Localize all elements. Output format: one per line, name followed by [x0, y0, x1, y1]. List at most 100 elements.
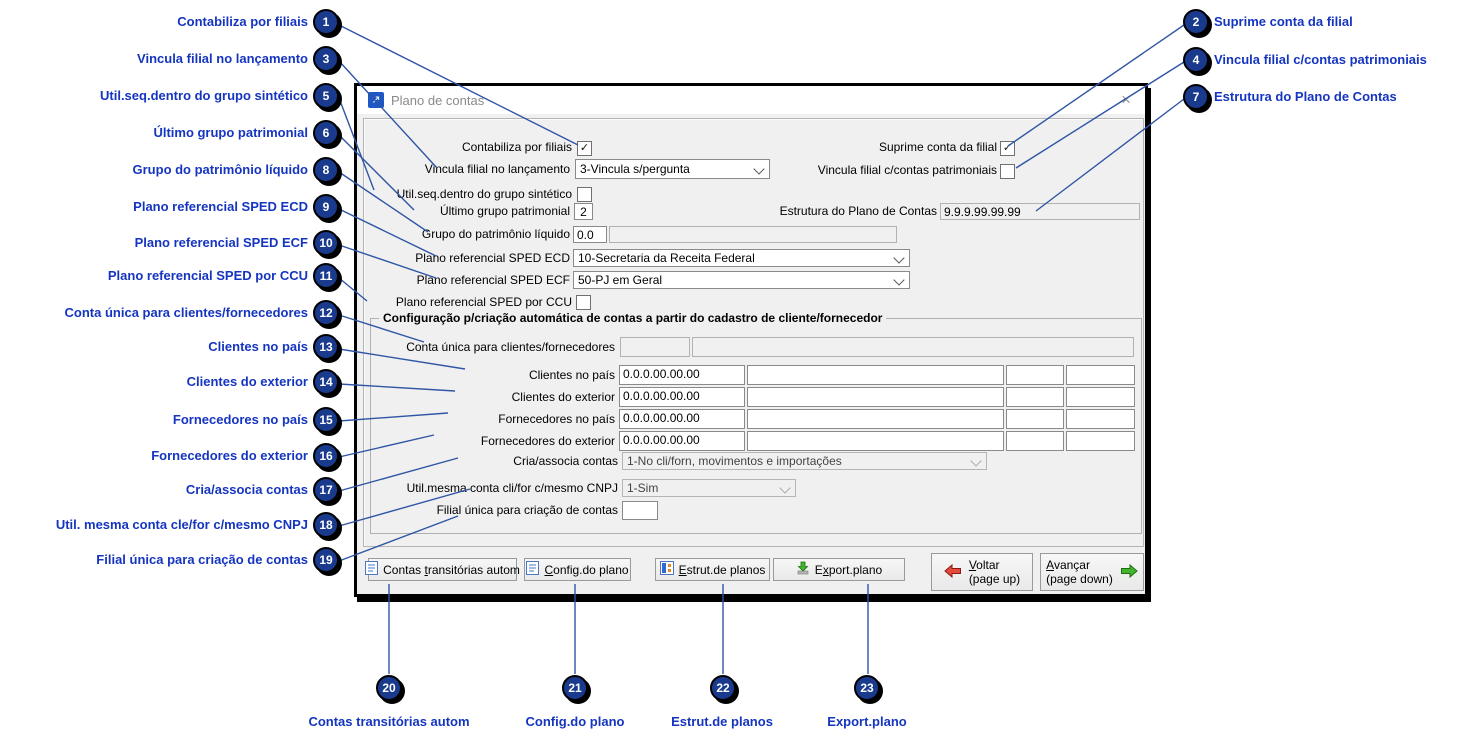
sped-ecd-label: Plano referencial SPED ECD — [415, 251, 570, 265]
fornecedores-exterior-extra1[interactable] — [1006, 431, 1064, 451]
callout-circle-14: 14 — [313, 369, 339, 395]
sped-ecd-select[interactable]: 10-Secretaria da Receita Federal — [573, 249, 910, 267]
close-icon[interactable]: × — [1121, 90, 1131, 109]
callout-label-9: Plano referencial SPED ECD — [133, 199, 308, 214]
callout-label-8: Grupo do patrimônio líquido — [132, 162, 308, 177]
chevron-down-icon — [753, 163, 765, 175]
sped-ecf-select[interactable]: 50-PJ em Geral — [573, 271, 910, 289]
voltar-button[interactable]: Voltar(page up) — [931, 553, 1033, 591]
callout-label-14: Clientes do exterior — [186, 374, 308, 389]
clientes-pais-desc[interactable] — [747, 365, 1004, 385]
utilseq-label: Util.seq.dentro do grupo sintético — [396, 187, 572, 201]
fornecedores-pais-extra1[interactable] — [1006, 409, 1064, 429]
clientes-pais-extra1[interactable] — [1006, 365, 1064, 385]
callout-label-17: Cria/associa contas — [185, 482, 308, 497]
callout-label-18: Util. mesma conta cle/for c/mesmo CNPJ — [55, 517, 308, 532]
callout-circle-21: 21 — [562, 675, 588, 701]
callout-label-5: Util.seq.dentro do grupo sintético — [100, 88, 308, 103]
chevron-down-icon — [893, 274, 905, 286]
callout-circle-1: 1 — [313, 9, 339, 35]
fornecedores-exterior-input[interactable]: 0.0.0.00.00.00 — [619, 431, 745, 451]
sped-ecd-value: 10-Secretaria da Receita Federal — [578, 251, 755, 265]
callout-circle-23: 23 — [854, 675, 880, 701]
cnpj-value: 1-Sim — [627, 481, 659, 495]
estrutura-input: 9.9.9.99.99.99 — [940, 203, 1140, 220]
callout-circle-11: 11 — [313, 263, 339, 289]
avancar-button[interactable]: Avançar(page down) — [1040, 553, 1144, 591]
clientes-exterior-desc[interactable] — [747, 387, 1004, 407]
callout-label-20: Contas transitórias autom — [308, 714, 470, 729]
callout-label-23: Export.plano — [827, 714, 907, 729]
callout-circle-19: 19 — [313, 547, 339, 573]
callout-label-2: Suprime conta da filial — [1214, 14, 1353, 29]
callout-label-22: Estrut.de planos — [671, 714, 773, 729]
contabiliza-checkbox[interactable]: ✓ — [577, 141, 592, 156]
callout-circle-22: 22 — [710, 675, 736, 701]
contas-transitorias-button[interactable]: Contas transitórias autom — [365, 558, 520, 581]
suprime-checkbox[interactable]: ✓ — [1000, 141, 1015, 156]
clientes-pais-input[interactable]: 0.0.0.00.00.00 — [619, 365, 745, 385]
callout-circle-7: 7 — [1183, 84, 1209, 110]
window-title: Plano de contas — [391, 93, 485, 108]
vincula-lancamento-value: 3-Vincula s/pergunta — [580, 162, 690, 176]
vincula-patr-checkbox[interactable] — [1000, 164, 1015, 179]
utilseq-checkbox[interactable] — [577, 187, 592, 202]
callout-circle-6: 6 — [313, 120, 339, 146]
callout-circle-13: 13 — [313, 334, 339, 360]
cnpj-label: Util.mesma conta cli/for c/mesmo CNPJ — [406, 481, 618, 495]
clientes-pais-extra2[interactable] — [1066, 365, 1135, 385]
callout-circle-17: 17 — [313, 477, 339, 503]
callout-circle-9: 9 — [313, 194, 339, 220]
clientes-exterior-extra2[interactable] — [1066, 387, 1135, 407]
callout-label-15: Fornecedores no país — [172, 412, 308, 427]
auto-creation-groupbox: Configuração p/criação automática de con… — [370, 311, 1142, 534]
callout-label-7: Estrutura do Plano de Contas — [1214, 89, 1397, 104]
estrutura-label: Estrutura do Plano de Contas — [779, 204, 937, 218]
config-plano-button[interactable]: Config.do plano — [524, 558, 631, 581]
sped-ecf-value: 50-PJ em Geral — [578, 273, 663, 287]
grupo-pl-label: Grupo do patrimônio líquido — [421, 227, 570, 241]
conta-unica-label: Conta única para clientes/fornecedores — [406, 340, 615, 354]
fornecedores-pais-input[interactable]: 0.0.0.00.00.00 — [619, 409, 745, 429]
filial-unica-input[interactable] — [622, 501, 658, 520]
sped-ccu-label: Plano referencial SPED por CCU — [395, 295, 572, 309]
callout-label-4: Vincula filial c/contas patrimoniais — [1214, 52, 1427, 67]
callout-label-19: Filial única para criação de contas — [96, 552, 308, 567]
app-icon: ↗ — [368, 92, 384, 108]
chevron-down-icon — [893, 252, 905, 264]
fornecedores-pais-desc[interactable] — [747, 409, 1004, 429]
sped-ccu-checkbox[interactable] — [576, 295, 591, 310]
estrut-planos-button[interactable]: Estrut.de planos — [655, 558, 770, 581]
vincula-patr-label: Vincula filial c/contas patrimoniais — [817, 163, 997, 177]
callout-circle-5: 5 — [313, 83, 339, 109]
export-icon — [796, 561, 810, 578]
fornecedores-pais-extra2[interactable] — [1066, 409, 1135, 429]
conta-unica-desc-input — [692, 337, 1134, 357]
callout-label-3: Vincula filial no lançamento — [137, 51, 308, 66]
export-plano-button[interactable]: Export.plano — [773, 558, 905, 581]
document-icon — [365, 561, 379, 578]
chevron-down-icon — [970, 455, 982, 467]
ultimo-grupo-input[interactable]: 2 — [574, 203, 593, 220]
callout-label-13: Clientes no país — [208, 339, 308, 354]
grupo-pl-input[interactable]: 0.0 — [573, 226, 607, 243]
callout-label-6: Último grupo patrimonial — [153, 125, 308, 140]
cria-associa-value: 1-No cli/forn, movimentos e importações — [627, 454, 842, 468]
conta-unica-input — [620, 337, 690, 357]
vincula-lancamento-select[interactable]: 3-Vincula s/pergunta — [575, 159, 770, 179]
clientes-exterior-input[interactable]: 0.0.0.00.00.00 — [619, 387, 745, 407]
title-bar: ↗ Plano de contas × — [357, 86, 1145, 114]
fornecedores-exterior-desc[interactable] — [747, 431, 1004, 451]
fornecedores-pais-label: Fornecedores no país — [498, 412, 615, 426]
callout-circle-3: 3 — [313, 46, 339, 72]
callout-label-1: Contabiliza por filiais — [177, 14, 308, 29]
callout-circle-20: 20 — [376, 675, 402, 701]
callout-label-16: Fornecedores do exterior — [151, 448, 308, 463]
callout-label-10: Plano referencial SPED ECF — [134, 235, 308, 250]
ultimo-grupo-label: Último grupo patrimonial — [439, 204, 570, 218]
structure-icon — [659, 561, 674, 578]
sped-ecf-label: Plano referencial SPED ECF — [416, 273, 570, 287]
fornecedores-exterior-extra2[interactable] — [1066, 431, 1135, 451]
clientes-exterior-extra1[interactable] — [1006, 387, 1064, 407]
cnpj-select: 1-Sim — [622, 479, 796, 497]
